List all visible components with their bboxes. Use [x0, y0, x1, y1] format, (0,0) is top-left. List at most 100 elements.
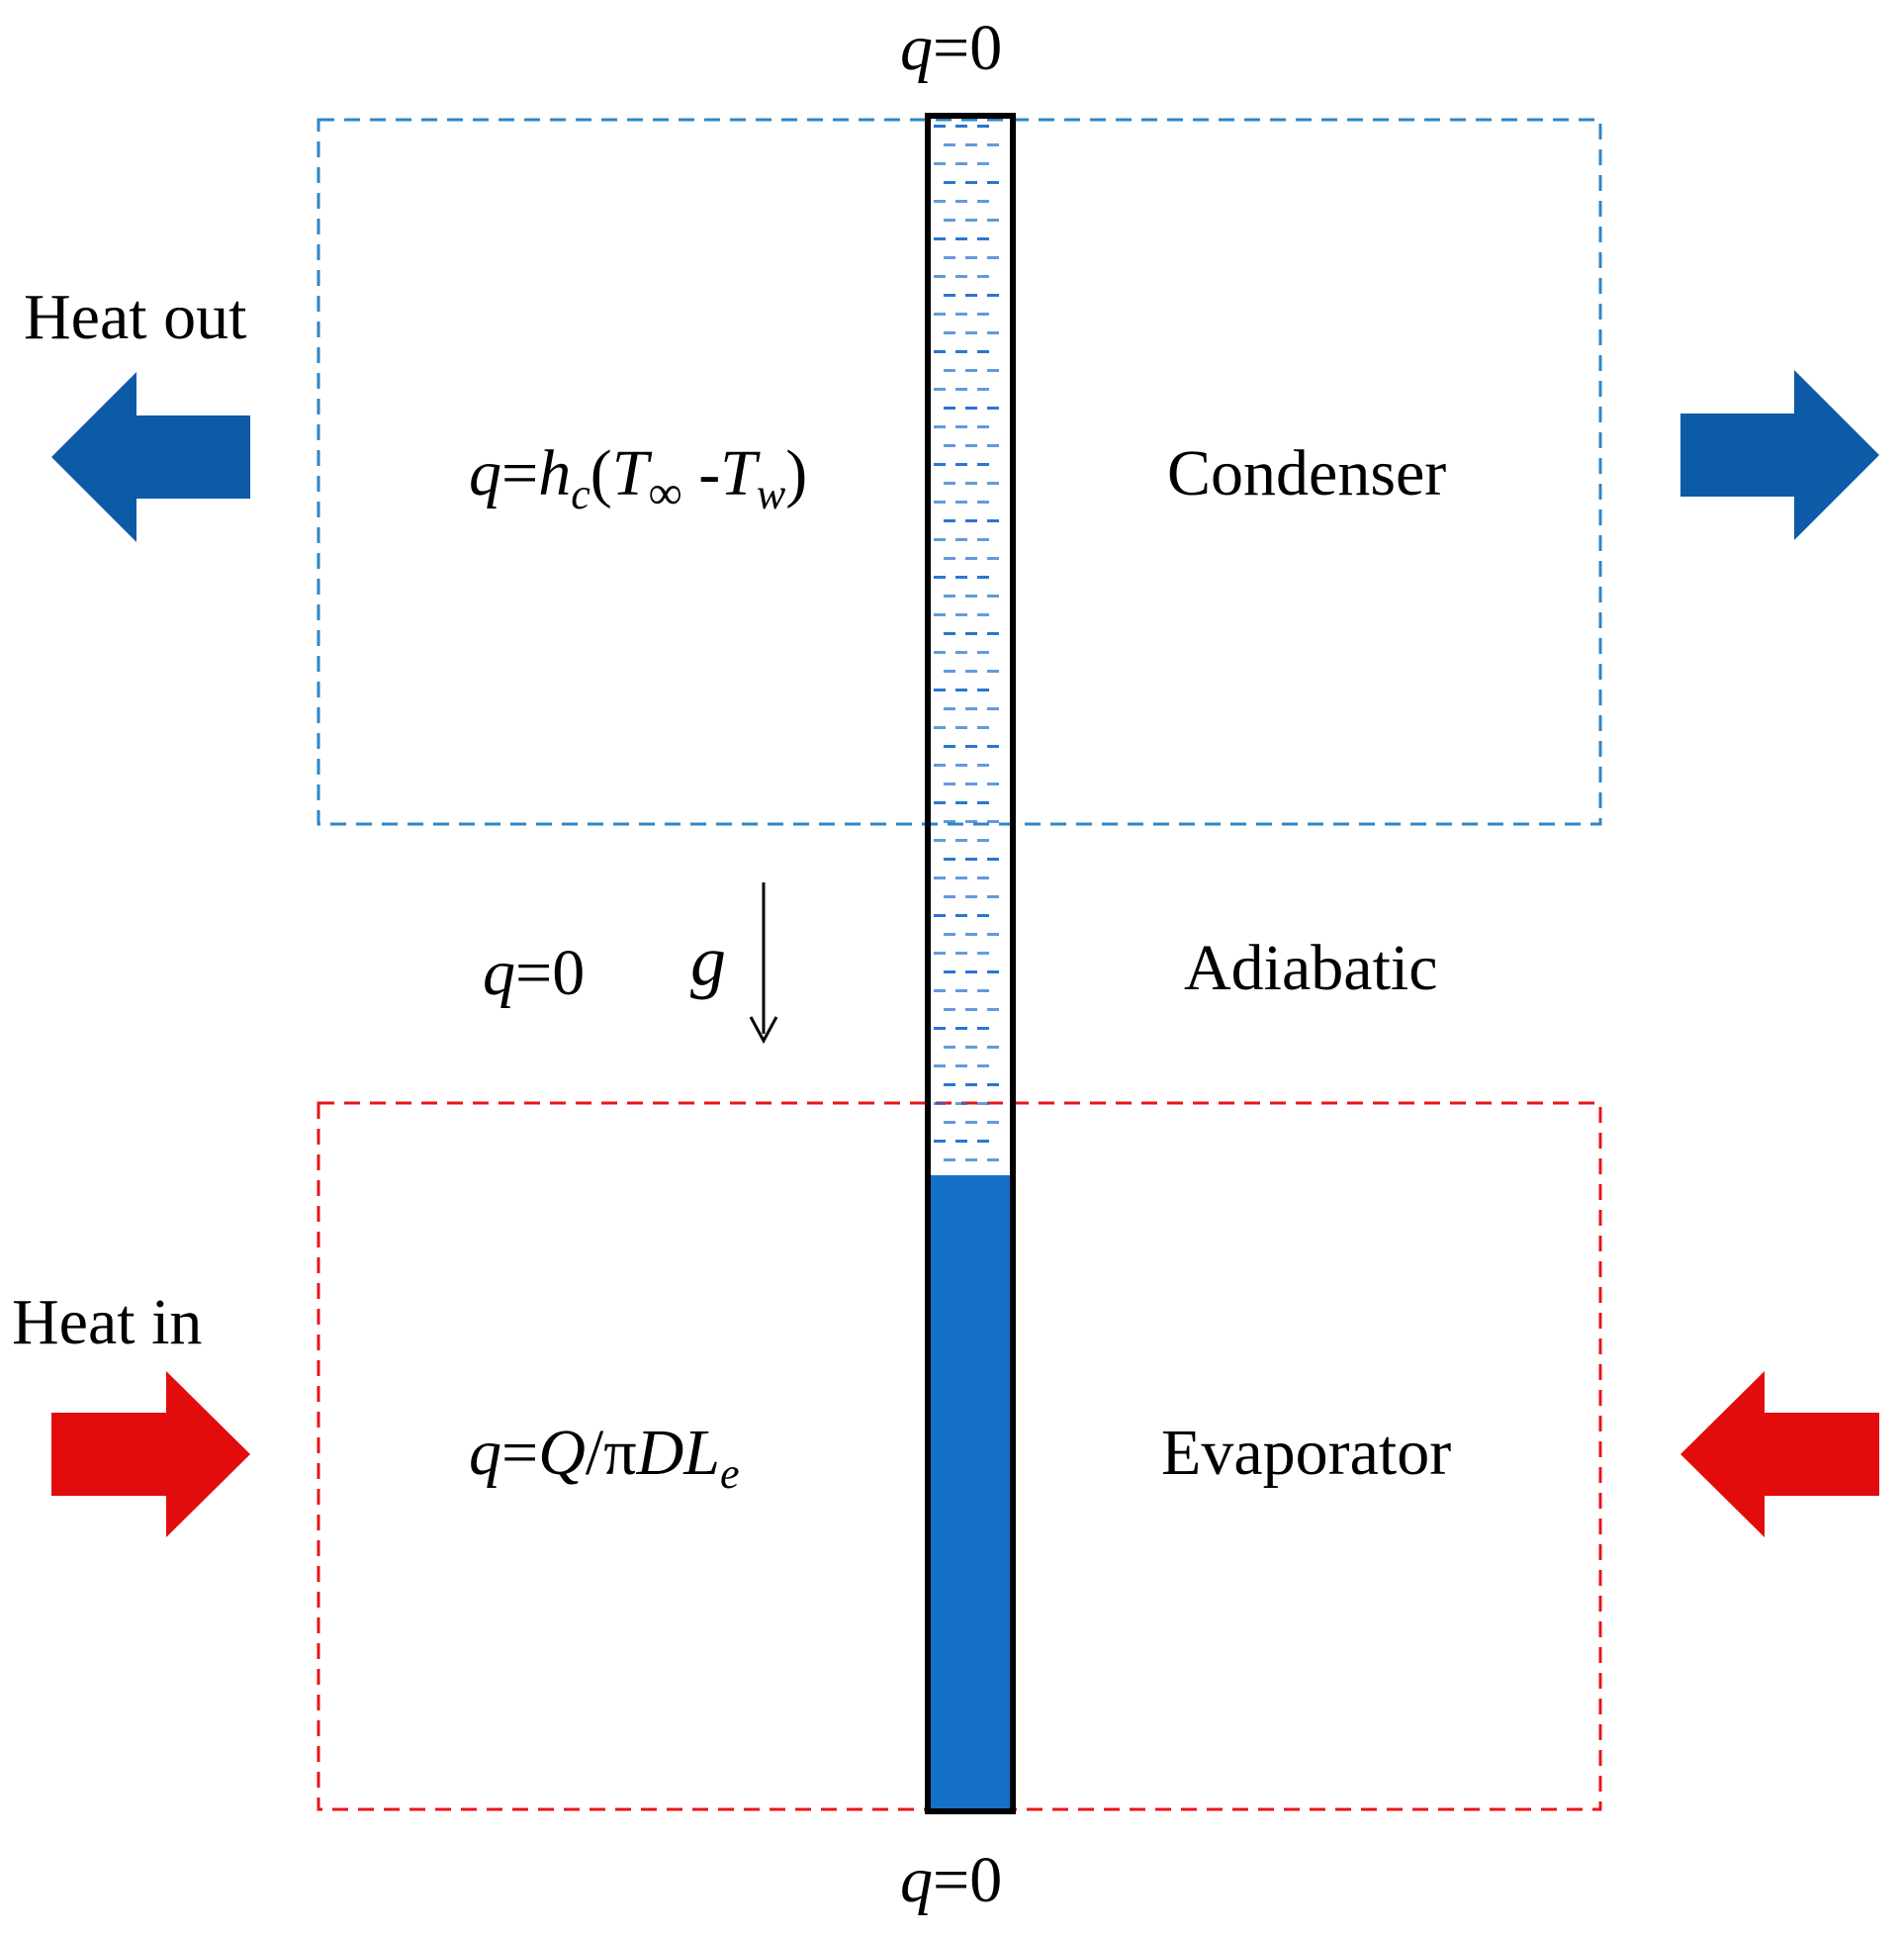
vapor-dash — [944, 1121, 955, 1124]
vapor-dash — [965, 369, 977, 372]
vapor-dash — [987, 557, 999, 560]
vapor-dash — [977, 125, 989, 128]
vapor-dash — [987, 858, 999, 861]
vapor-dash — [934, 275, 946, 278]
arrow-right-icon — [51, 1371, 250, 1537]
vapor-dash — [977, 726, 989, 729]
vapor-dash — [955, 839, 967, 842]
vapor-dash — [965, 632, 977, 635]
vapor-dash — [934, 764, 946, 767]
vapor-dash — [977, 1064, 989, 1067]
vapor-dash — [977, 1027, 989, 1030]
vapor-dash — [987, 895, 999, 898]
vapor-dash — [955, 1102, 967, 1105]
vapor-dash — [955, 463, 967, 466]
vapor-dash — [987, 331, 999, 334]
vapor-dash — [977, 425, 989, 428]
vapor-dash — [965, 1008, 977, 1011]
vapor-dash — [944, 1158, 955, 1161]
vapor-dash — [965, 1083, 977, 1086]
bottom-boundary-condition: q=0 — [900, 1844, 1002, 1916]
vapor-dash — [955, 275, 967, 278]
vapor-dash — [955, 876, 967, 879]
vapor-dash — [987, 369, 999, 372]
vapor-dash — [944, 745, 955, 748]
vapor-dash — [944, 181, 955, 184]
vapor-dash — [934, 237, 946, 240]
vapor-dash — [944, 256, 955, 259]
vapor-dash — [934, 876, 946, 879]
vapor-dash — [987, 783, 999, 785]
vapor-dash — [977, 538, 989, 541]
vapor-dash — [934, 613, 946, 616]
vapor-dash — [944, 294, 955, 297]
vapor-dash — [944, 670, 955, 673]
vapor-dash — [965, 219, 977, 222]
vapor-dash — [965, 1158, 977, 1161]
vapor-dash — [955, 989, 967, 992]
vapor-region — [934, 125, 999, 1161]
vapor-dash — [944, 444, 955, 447]
vapor-dash — [934, 651, 946, 654]
vapor-dash — [965, 1046, 977, 1049]
vapor-dash — [955, 1064, 967, 1067]
vapor-dash — [987, 294, 999, 297]
vapor-dash — [944, 557, 955, 560]
vapor-dash — [987, 519, 999, 522]
vapor-dash — [977, 952, 989, 955]
vapor-dash — [934, 914, 946, 917]
vapor-dash — [977, 1140, 989, 1143]
vapor-dash — [987, 181, 999, 184]
vapor-dash — [987, 1083, 999, 1086]
vapor-dash — [987, 256, 999, 259]
vapor-dash — [977, 313, 989, 316]
vapor-dash — [944, 219, 955, 222]
vapor-dash — [934, 989, 946, 992]
vapor-dash — [987, 444, 999, 447]
vapor-dash — [944, 1008, 955, 1011]
vapor-dash — [934, 726, 946, 729]
vapor-dash — [965, 331, 977, 334]
arrow-left-icon — [51, 372, 250, 542]
liquid-pool — [930, 1175, 1011, 1808]
vapor-dash — [965, 519, 977, 522]
vapor-dash — [955, 350, 967, 353]
vapor-dash — [965, 256, 977, 259]
vapor-dash — [987, 1121, 999, 1124]
vapor-dash — [955, 425, 967, 428]
vapor-dash — [977, 576, 989, 579]
vapor-dash — [965, 181, 977, 184]
vapor-dash — [965, 1121, 977, 1124]
evaporator-label: Evaporator — [1161, 1417, 1451, 1489]
vapor-dash — [944, 482, 955, 485]
vapor-dash — [965, 745, 977, 748]
vapor-dash — [987, 670, 999, 673]
vapor-dash — [944, 933, 955, 936]
vapor-dash — [944, 895, 955, 898]
top-boundary-condition: q=0 — [900, 12, 1002, 84]
vapor-dash — [965, 294, 977, 297]
vapor-dash — [987, 1046, 999, 1049]
arrow-right-icon — [1680, 370, 1879, 540]
vapor-dash — [965, 557, 977, 560]
vapor-dash — [944, 519, 955, 522]
vapor-dash — [965, 595, 977, 598]
condenser-boundary-condition: q=hc(T∞ -Tw) — [469, 437, 807, 519]
vapor-dash — [965, 933, 977, 936]
vapor-dash — [977, 388, 989, 391]
vapor-dash — [977, 801, 989, 804]
vapor-dash — [934, 350, 946, 353]
vapor-dash — [944, 369, 955, 372]
vapor-dash — [977, 237, 989, 240]
vapor-dash — [987, 970, 999, 973]
vapor-dash — [977, 162, 989, 165]
vapor-dash — [934, 313, 946, 316]
vapor-dash — [977, 989, 989, 992]
vapor-dash — [987, 1158, 999, 1161]
vapor-dash — [965, 783, 977, 785]
vapor-dash — [934, 125, 946, 128]
vapor-dash — [955, 576, 967, 579]
vapor-dash — [977, 501, 989, 504]
vapor-dash — [987, 407, 999, 410]
vapor-dash — [965, 858, 977, 861]
